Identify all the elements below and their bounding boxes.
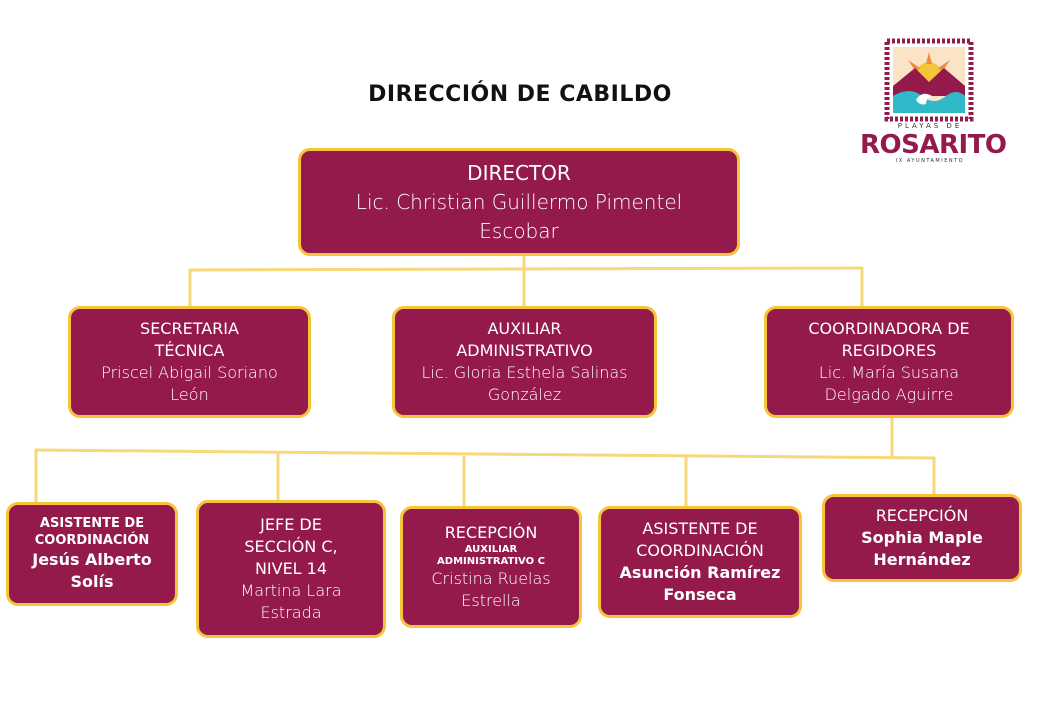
box-role: SECCIÓN C, <box>244 537 338 556</box>
box-role: NIVEL 14 <box>254 559 328 578</box>
box-name: Lic. Gloria Esthela Salinas <box>421 363 628 382</box>
box-name: González <box>487 385 562 404</box>
box-role: TÉCNICA <box>154 341 225 360</box>
box-role: SECRETARIA <box>140 319 239 338</box>
box-role: ADMINISTRATIVO <box>456 341 593 360</box>
box-name: Jesús Alberto <box>32 550 152 569</box>
secretaria-tecnica-box: SECRETARIA TÉCNICA Priscel Abigail Soria… <box>68 306 311 418</box>
box-role: RECEPCIÓN <box>875 506 969 525</box>
box-name: Lic. María Susana <box>818 363 960 382</box>
director-name-line1: Lic. Christian Guillermo Pimentel <box>355 189 683 214</box>
box-name: Hernández <box>873 550 971 569</box>
box-role: COORDINACIÓN <box>34 533 150 548</box>
box-name: Solís <box>70 572 114 591</box>
box-name: Estrella <box>461 591 521 610</box>
coordinadora-regidores-box: COORDINADORA DE REGIDORES Lic. María Sus… <box>764 306 1014 418</box>
box-subrole: AUXILIAR <box>464 544 518 555</box>
director-box: DIRECTOR Lic. Christian Guillermo Piment… <box>298 148 740 256</box>
connector-level2-bus <box>188 266 864 308</box>
logo-top-text: PLAYAS DE <box>897 122 963 130</box>
auxiliar-administrativo-box: AUXILIAR ADMINISTRATIVO Lic. Gloria Esth… <box>392 306 657 418</box>
box-name: Fonseca <box>663 585 737 604</box>
box-name: Sophia Maple <box>861 528 983 547</box>
box-name: Cristina Ruelas <box>431 569 551 588</box>
recepcion-box: RECEPCIÓN Sophia Maple Hernández <box>822 494 1022 582</box>
jefe-seccion-box: JEFE DE SECCIÓN C, NIVEL 14 Martina Lara… <box>196 500 386 638</box>
box-role: AUXILIAR <box>487 319 562 338</box>
box-name: Asunción Ramírez <box>619 563 781 582</box>
box-role: COORDINADORA DE <box>808 319 970 338</box>
box-role: JEFE DE <box>260 515 322 534</box>
box-name: Estrada <box>260 603 322 622</box>
page-title: DIRECCIÓN DE CABILDO <box>368 82 672 107</box>
director-name-line2: Escobar <box>479 218 559 243</box>
box-subrole: ADMINISTRATIVO C <box>437 556 545 567</box>
rosarito-logo-icon <box>884 38 974 122</box>
box-name: Priscel Abigail Soriano <box>101 363 278 382</box>
asistente-coordinacion-1-box: ASISTENTE DE COORDINACIÓN Jesús Alberto … <box>6 502 178 606</box>
box-role: ASISTENTE DE <box>39 516 145 531</box>
box-name: Delgado Aguirre <box>824 385 954 404</box>
box-role: ASISTENTE DE <box>642 519 758 538</box>
connector-level3-bus <box>34 448 936 504</box>
box-role: COORDINACIÓN <box>636 541 764 560</box>
logo-wordmark: ROSARITO <box>860 130 1007 160</box>
box-name: León <box>170 385 209 404</box>
recepcion-auxiliar-box: RECEPCIÓN AUXILIAR ADMINISTRATIVO C Cris… <box>400 506 582 628</box>
logo-bottom-text: IX AYUNTAMIENTO <box>895 158 965 164</box>
director-role: DIRECTOR <box>467 160 571 185</box>
asistente-coordinacion-2-box: ASISTENTE DE COORDINACIÓN Asunción Ramír… <box>598 506 802 618</box>
box-role: REGIDORES <box>841 341 937 360</box>
box-name: Martina Lara <box>240 581 342 600</box>
box-role: RECEPCIÓN <box>444 523 538 542</box>
